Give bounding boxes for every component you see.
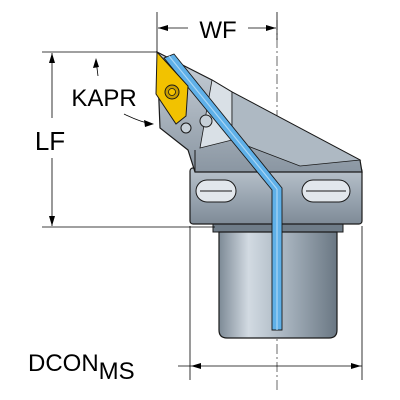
cutting-insert [155, 50, 189, 125]
lf-dimension [42, 51, 215, 228]
clamp-screws [180, 114, 213, 134]
kapr-label: KAPR [71, 85, 136, 112]
kapr-angle-indicator [93, 58, 154, 127]
cutting-head [156, 51, 363, 173]
wf-label: WF [199, 17, 236, 44]
dcon-label: DCONMS [28, 350, 135, 385]
lf-label: LF [35, 126, 65, 156]
wf-dimension [156, 12, 278, 52]
dcon-subscript: MS [99, 358, 135, 385]
dcon-dimension [178, 226, 363, 380]
dcon-main-text: DCON [28, 350, 99, 377]
coolant-channel [163, 53, 283, 331]
